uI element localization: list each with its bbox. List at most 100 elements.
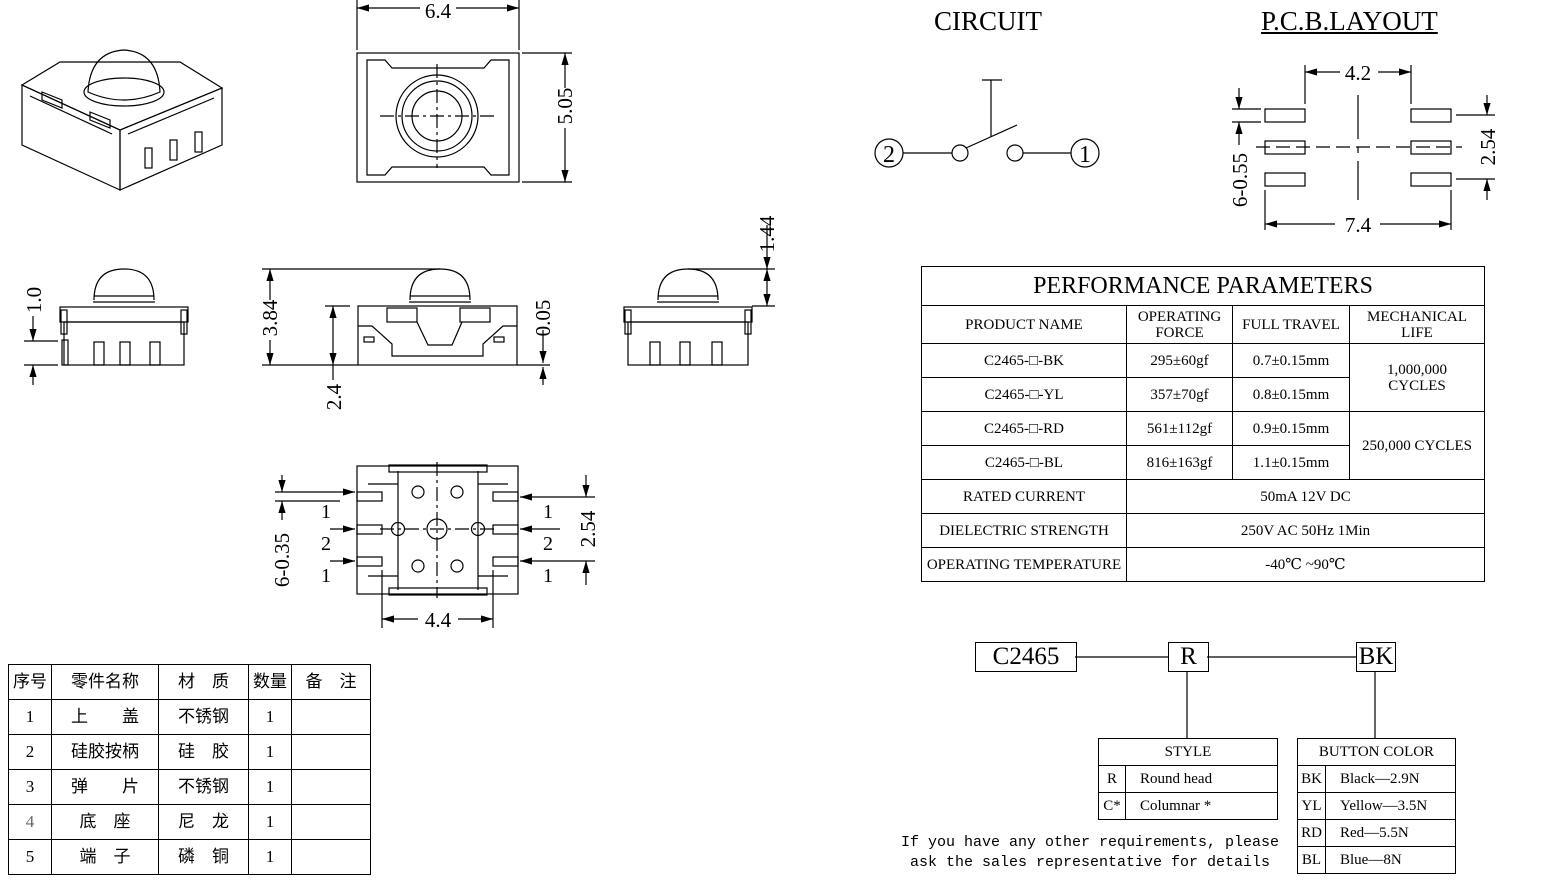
circuit-diagram xyxy=(874,79,1100,168)
header-part-name: 零件名称 xyxy=(51,664,159,700)
cell xyxy=(291,769,371,805)
operating-force: 357±70gf xyxy=(1126,377,1233,412)
circuit-pin-1: 1 xyxy=(1079,142,1091,168)
pcb-dim-right: 2.54 xyxy=(1476,128,1500,165)
operating-force: 816±163gf xyxy=(1126,445,1233,480)
color-code: RD xyxy=(1297,819,1326,847)
button-color-title: BUTTON COLOR xyxy=(1297,738,1456,766)
pin-label: 1 xyxy=(543,565,553,587)
circuit-pin-2: 2 xyxy=(883,142,895,168)
product-name: C2465-□-BK xyxy=(921,343,1127,378)
table-row: C2465-□-RD 561±112gf 0.9±0.15mm 250,000 … xyxy=(921,411,1485,480)
color-code: BL xyxy=(1297,846,1326,874)
side-view-front xyxy=(262,268,550,385)
cell: 5 xyxy=(8,839,52,875)
color-desc: Blue—8N xyxy=(1325,846,1456,874)
header-product-name: PRODUCT NAME xyxy=(921,305,1127,344)
spec-value: -40℃ ~90℃ xyxy=(1126,547,1485,582)
top-view xyxy=(356,0,572,183)
code-series: C2465 xyxy=(975,642,1077,672)
style-desc: Columnar * xyxy=(1125,792,1278,820)
cell: 弹 片 xyxy=(51,769,159,805)
spec-label: RATED CURRENT xyxy=(921,479,1127,514)
dim-side-left: 1.0 xyxy=(22,287,46,313)
cell xyxy=(291,839,371,875)
pin-label: 1 xyxy=(543,501,553,523)
header-remarks: 备 注 xyxy=(291,664,371,700)
cell: 4 xyxy=(8,804,52,840)
header-mechanical-life: MECHANICAL LIFE xyxy=(1349,305,1485,344)
cell: 1 xyxy=(248,804,292,840)
cell: 不锈钢 xyxy=(158,699,249,735)
full-travel: 0.7±0.15mm xyxy=(1232,343,1350,378)
cell: 3 xyxy=(8,769,52,805)
style-code: C* xyxy=(1098,792,1126,820)
color-desc: Black—2.9N xyxy=(1325,765,1456,793)
cell: 2 xyxy=(8,734,52,770)
cell: 尼 龙 xyxy=(158,804,249,840)
operating-force: 295±60gf xyxy=(1126,343,1233,378)
dim-total-height: 3.84 xyxy=(258,299,282,336)
cell: 不锈钢 xyxy=(158,769,249,805)
note-line-1: If you have any other requirements, plea… xyxy=(900,834,1280,851)
spec-label: OPERATING TEMPERATURE xyxy=(921,547,1127,582)
dim-body-height: 2.4 xyxy=(322,383,346,410)
product-name: C2465-□-RD xyxy=(921,411,1127,446)
performance-title: PERFORMANCE PARAMETERS xyxy=(921,266,1485,306)
pcb-dim-top: 4.2 xyxy=(1345,61,1371,85)
parts-header-row: 序号 零件名称 材 质 数量 备 注 xyxy=(8,664,371,700)
product-name: C2465-□-BL xyxy=(921,445,1127,480)
pin-label: 2 xyxy=(321,533,331,555)
cell: 上 盖 xyxy=(51,699,159,735)
cell: 1 xyxy=(248,839,292,875)
style-desc: Round head xyxy=(1125,765,1278,793)
table-row: C2465-□-BK 295±60gf 0.7±0.15mm 1,000,000… xyxy=(921,343,1485,412)
bottom-view xyxy=(275,462,595,628)
pin-label: 1 xyxy=(321,501,331,523)
note-line-2: ask the sales representative for details xyxy=(909,854,1271,871)
product-name: C2465-□-YL xyxy=(921,377,1127,412)
pcb-layout-title: P.C.B.LAYOUT xyxy=(1261,6,1438,36)
perspective-view xyxy=(20,49,224,191)
pin-label: 2 xyxy=(543,533,553,555)
spec-row: OPERATING TEMPERATURE -40℃ ~90℃ xyxy=(921,547,1485,582)
pcb-dim-bottom: 7.4 xyxy=(1345,213,1372,237)
header-index: 序号 xyxy=(8,664,52,700)
color-code: YL xyxy=(1297,792,1326,820)
cell: 1 xyxy=(8,699,52,735)
pcb-dim-left: 6-0.55 xyxy=(1228,153,1252,207)
cell: 1 xyxy=(248,699,292,735)
circuit-title: CIRCUIT xyxy=(934,6,1042,36)
full-travel: 0.8±0.15mm xyxy=(1232,377,1350,412)
cell: 磷 铜 xyxy=(158,839,249,875)
code-color: BK xyxy=(1356,642,1396,672)
dim-bottom-width: 4.4 xyxy=(425,608,452,632)
dim-top-height: 5.05 xyxy=(553,88,577,125)
code-style: R xyxy=(1168,642,1209,672)
dim-bottom-left: 6-0.35 xyxy=(270,533,294,587)
side-view-right xyxy=(623,225,775,366)
side-view-left xyxy=(24,268,189,385)
color-desc: Yellow—3.5N xyxy=(1325,792,1456,820)
mechanical-life: 250,000 CYCLES xyxy=(1349,411,1485,480)
cell: 1 xyxy=(248,734,292,770)
dim-bottom-right: 2.54 xyxy=(576,510,600,547)
full-travel: 0.9±0.15mm xyxy=(1232,411,1350,446)
table-row: C2465-□-BL 816±163gf 1.1±0.15mm xyxy=(921,445,1485,480)
operating-force: 561±112gf xyxy=(1126,411,1233,446)
cell: 端 子 xyxy=(51,839,159,875)
spec-value: 50mA 12V DC xyxy=(1126,479,1485,514)
color-code: BK xyxy=(1297,765,1326,793)
table-row: C*Columnar * xyxy=(1098,792,1278,820)
